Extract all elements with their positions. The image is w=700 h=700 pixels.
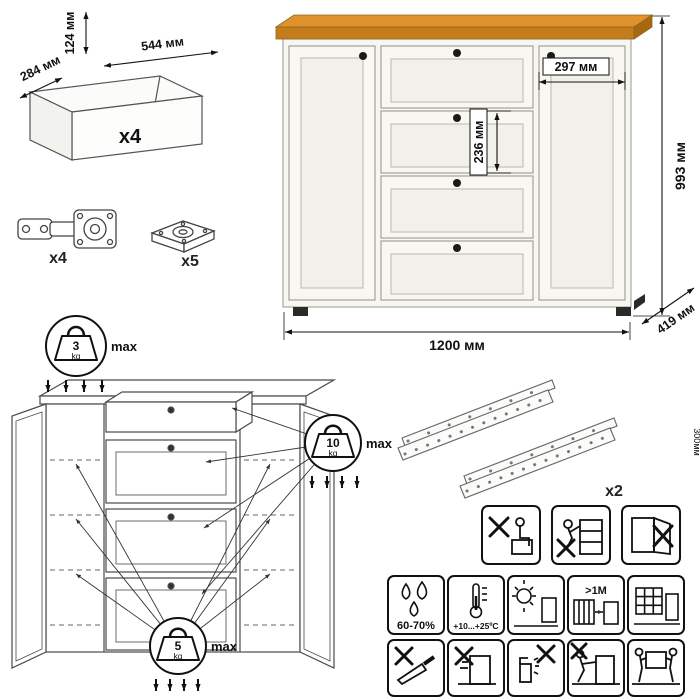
weight-icon bbox=[168, 627, 188, 638]
foot-count-label: x5 bbox=[181, 253, 199, 270]
load-shelf-max: max bbox=[211, 639, 238, 654]
foot-diagram bbox=[150, 220, 216, 253]
load-shelf-value: 5 bbox=[175, 639, 182, 653]
drawer-box-diagram bbox=[27, 75, 205, 161]
weight-icon bbox=[66, 325, 86, 337]
drawer-2 bbox=[380, 110, 534, 174]
cabinet-top-surface bbox=[274, 14, 654, 28]
load-arrows-drawer bbox=[309, 476, 360, 488]
sunlight-icon bbox=[507, 575, 565, 635]
weight-icon bbox=[323, 424, 343, 435]
drawer-slides-diagram bbox=[397, 379, 618, 499]
open-cabinet-diagram bbox=[11, 379, 337, 669]
drawer-3 bbox=[380, 175, 534, 239]
door-width-label: 297 мм bbox=[555, 60, 598, 74]
two-person-carry-icon bbox=[627, 639, 685, 697]
drawer-4-knob bbox=[453, 244, 461, 252]
door-width-annotation: 297 мм bbox=[542, 57, 610, 76]
cabinet-depth-label: 419 мм bbox=[654, 301, 697, 337]
hinge-count-label: x4 bbox=[49, 250, 67, 267]
load-badge-shelf: 5 kg max bbox=[149, 617, 238, 675]
drawer-height-annotation: 236 мм bbox=[469, 108, 488, 176]
load-badge-drawer: 10 kg max bbox=[304, 414, 393, 472]
temperature-icon: +10...+25ºС bbox=[447, 575, 505, 635]
temperature-range-label: +10...+25ºС bbox=[453, 621, 498, 631]
drawer-count-label: x4 bbox=[119, 126, 142, 148]
cabinet-top-front-edge bbox=[275, 26, 635, 40]
left-door bbox=[288, 45, 376, 301]
slides-count-label: x2 bbox=[605, 483, 623, 500]
heat-distance-icon: >1M bbox=[567, 575, 625, 635]
hinge-diagram bbox=[17, 209, 117, 249]
drawer-3-knob bbox=[453, 179, 461, 187]
drawer-box-dimensions bbox=[19, 12, 219, 99]
drawer-2-knob bbox=[453, 114, 461, 122]
drawer-4 bbox=[380, 240, 534, 301]
humidity-range-label: 60-70% bbox=[397, 620, 435, 632]
load-top-max: max bbox=[111, 339, 138, 354]
window-placement-icon bbox=[627, 575, 685, 635]
no-solvent-icon bbox=[507, 639, 565, 697]
min-distance-label: >1M bbox=[585, 585, 607, 597]
cabinet-width-label: 1200 мм bbox=[429, 337, 485, 353]
load-arrows-shelf bbox=[153, 679, 201, 691]
drawer-depth-label: 284 мм bbox=[18, 53, 63, 84]
drawer-height-label: 124 мм bbox=[63, 12, 77, 55]
no-push-alone-icon bbox=[567, 639, 625, 697]
right-door bbox=[538, 45, 626, 301]
load-drawer-max: max bbox=[366, 436, 393, 451]
cabinet-dimensions bbox=[283, 15, 695, 340]
no-sit-icon bbox=[481, 505, 541, 565]
no-sharp-objects-icon bbox=[387, 639, 445, 697]
no-drag-icon bbox=[447, 639, 505, 697]
cabinet-top-end bbox=[633, 14, 653, 40]
no-hang-on-door-icon bbox=[621, 505, 681, 565]
no-climb-icon bbox=[551, 505, 611, 565]
humidity-icon: 60-70% bbox=[387, 575, 445, 635]
load-top-unit: kg bbox=[72, 351, 81, 361]
left-door-knob bbox=[359, 52, 367, 60]
drawer-1-knob bbox=[453, 49, 461, 57]
drawer-width-label: 544 мм bbox=[140, 34, 184, 53]
slides-length-note: 300мм bbox=[692, 428, 700, 455]
load-drawer-unit: kg bbox=[329, 448, 338, 458]
drawer-1 bbox=[380, 45, 534, 109]
load-badge-top: 3 kg max bbox=[45, 315, 138, 377]
load-shelf-unit: kg bbox=[174, 651, 183, 661]
drawer-front-height-label: 236 мм bbox=[472, 121, 486, 164]
cabinet-height-label: 993 мм bbox=[672, 142, 688, 190]
load-drawer-value: 10 bbox=[326, 436, 340, 450]
load-arrows-top bbox=[45, 380, 105, 392]
load-top-value: 3 bbox=[73, 339, 80, 353]
